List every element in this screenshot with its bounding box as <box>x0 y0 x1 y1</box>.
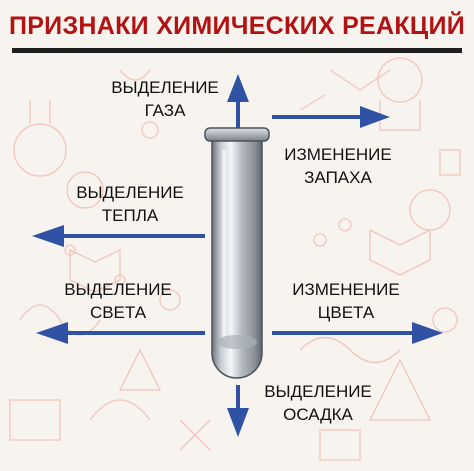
label-light-line2: СВЕТА <box>89 303 147 322</box>
label-precipitate-line2: ОСАДКА <box>283 405 353 424</box>
label-smell: ИЗМЕНЕНИЕ ЗАПАХА <box>258 143 418 189</box>
label-precipitate-line1: ВЫДЕЛЕНИЕ <box>264 382 372 401</box>
label-color-line2: ЦВЕТА <box>317 303 375 322</box>
label-color: ИЗМЕНЕНИЕ ЦВЕТА <box>266 278 426 324</box>
label-heat: ВЫДЕЛЕНИЕ ТЕПЛА <box>50 181 210 227</box>
arrow-down-precipitate <box>227 385 249 437</box>
test-tube <box>204 127 270 379</box>
arrow-right-smell <box>272 106 390 128</box>
arrow-left-heat <box>32 225 205 247</box>
arrow-right-color <box>272 322 443 344</box>
label-precipitate: ВЫДЕЛЕНИЕ ОСАДКА <box>238 380 398 426</box>
page-title: ПРИЗНАКИ ХИМИЧЕСКИХ РЕАКЦИЙ <box>8 12 466 40</box>
label-light: ВЫДЕЛЕНИЕ СВЕТА <box>38 278 198 324</box>
label-light-line1: ВЫДЕЛЕНИЕ <box>64 280 172 299</box>
label-color-line1: ИЗМЕНЕНИЕ <box>292 280 400 299</box>
arrow-left-light <box>36 322 205 344</box>
label-gas-line1: ВЫДЕЛЕНИЕ <box>111 78 219 97</box>
label-smell-line1: ИЗМЕНЕНИЕ <box>284 145 392 164</box>
label-gas: ВЫДЕЛЕНИЕ ГАЗА <box>85 76 245 122</box>
label-heat-line1: ВЫДЕЛЕНИЕ <box>76 183 184 202</box>
title-underline <box>12 48 462 53</box>
label-smell-line2: ЗАПАХА <box>304 168 372 187</box>
arrow-up-gas <box>227 74 249 128</box>
label-gas-line2: ГАЗА <box>144 101 186 120</box>
arrows <box>32 74 443 437</box>
background-sketches <box>9 57 461 461</box>
label-heat-line2: ТЕПЛА <box>101 206 159 225</box>
